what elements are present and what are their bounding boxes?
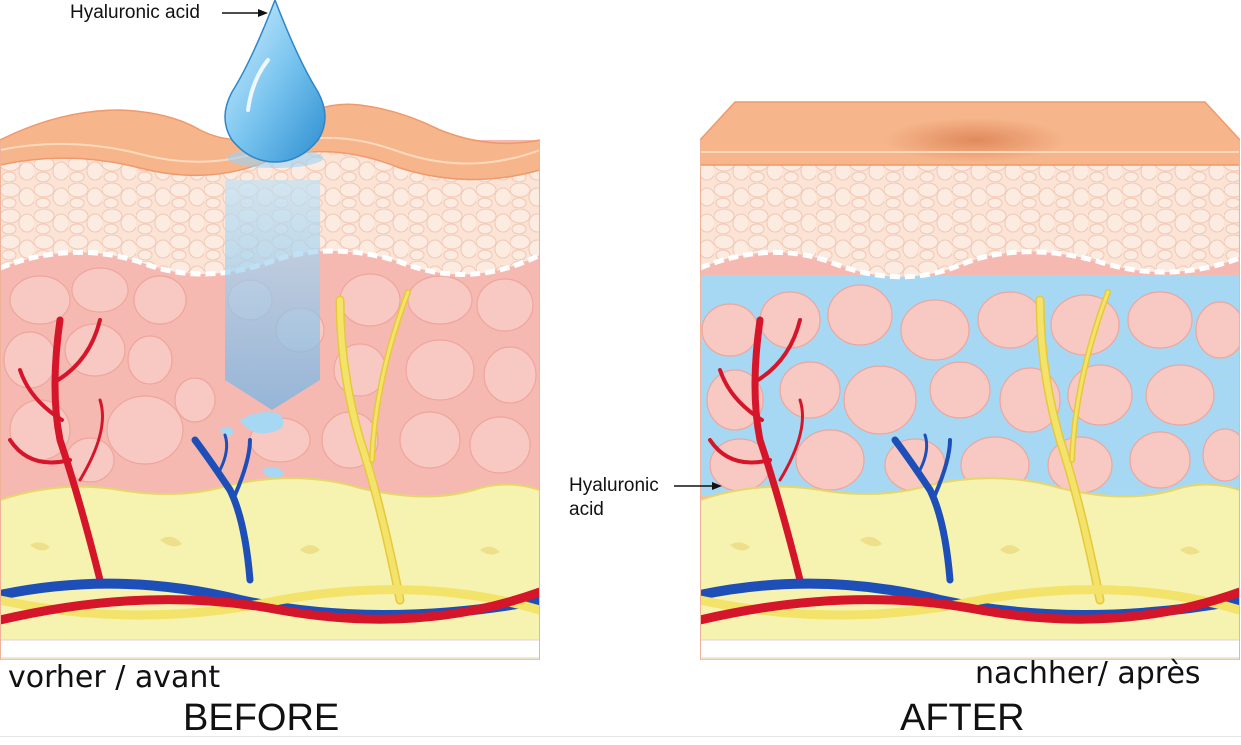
vessels bbox=[0, 289, 540, 625]
before-subtitle: vorher / avant bbox=[8, 660, 221, 695]
before-title: BEFORE bbox=[183, 697, 340, 739]
bottom-divider bbox=[0, 736, 1241, 737]
hyaluronic-patches bbox=[220, 412, 284, 479]
hyaluronic-acid-label-side: Hyaluronic acid bbox=[569, 475, 659, 520]
after-title: AFTER bbox=[900, 697, 1025, 739]
after-subtitle: nachher/ après bbox=[975, 656, 1201, 691]
hyaluronic-drop bbox=[224, 0, 326, 168]
dermis-cells-after bbox=[701, 284, 1240, 494]
bottom-strip bbox=[0, 708, 1241, 740]
injection-beam bbox=[225, 180, 320, 410]
after-skin-panel bbox=[700, 101, 1240, 660]
before-skin-panel bbox=[0, 103, 540, 660]
hyaluronic-acid-label-top: Hyaluronic acid bbox=[70, 2, 200, 23]
fat-marks bbox=[30, 536, 500, 555]
